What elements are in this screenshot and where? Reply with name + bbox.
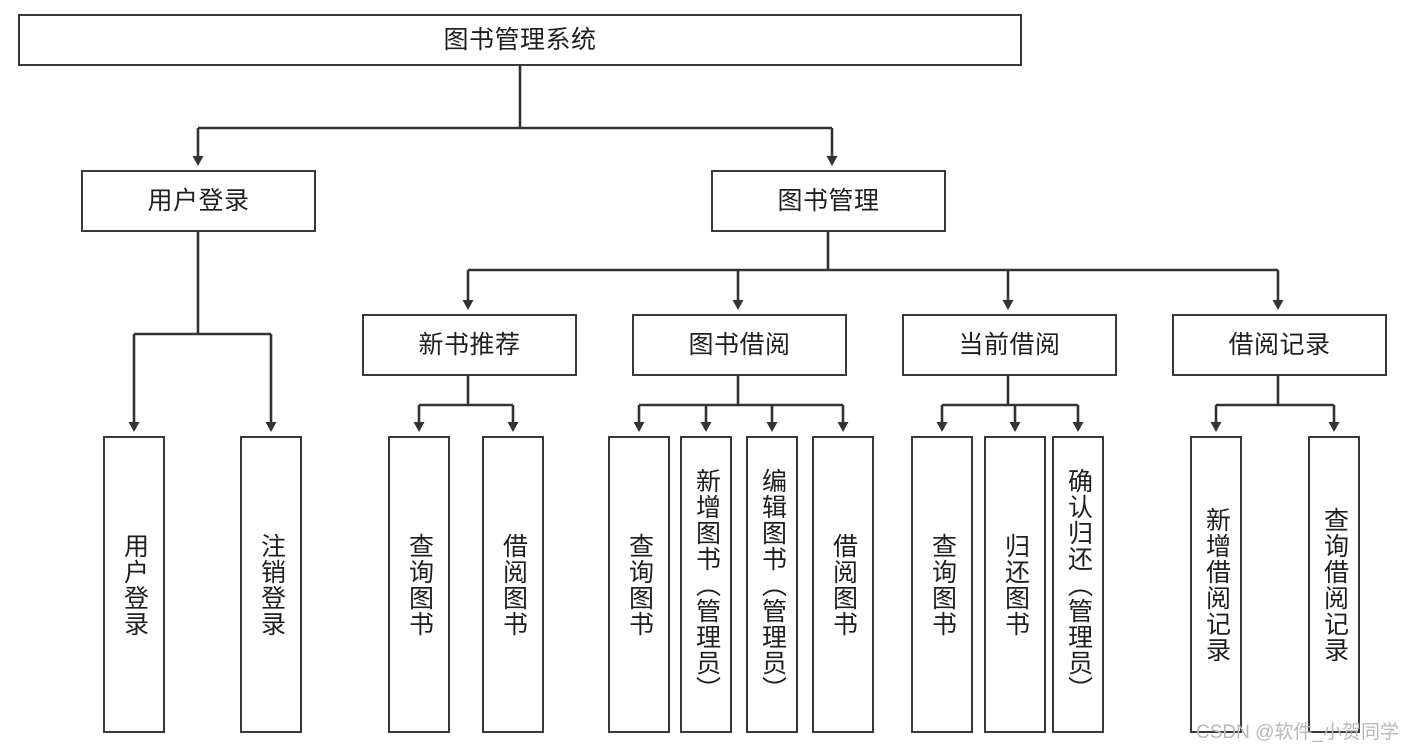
node-borrow-records[interactable]: 借阅记录 — [1172, 314, 1387, 376]
node-leaf-add-book-label: 新增图书（管理员） — [692, 467, 721, 702]
node-user-login[interactable]: 用户登录 — [81, 170, 316, 232]
node-leaf-query-book-1-label: 查询图书 — [405, 532, 434, 637]
node-leaf-query-book-3-label: 查询图书 — [928, 532, 957, 637]
node-current-borrow-label: 当前借阅 — [958, 330, 1061, 359]
node-root[interactable]: 图书管理系统 — [18, 14, 1022, 66]
node-leaf-edit-book[interactable]: 编辑图书（管理员） — [746, 436, 798, 733]
node-leaf-borrow-book-2[interactable]: 借阅图书 — [812, 436, 874, 733]
node-leaf-add-book[interactable]: 新增图书（管理员） — [680, 436, 732, 733]
node-leaf-confirm-return[interactable]: 确认归还（管理员） — [1052, 436, 1104, 733]
node-book-borrow[interactable]: 图书借阅 — [632, 314, 847, 376]
node-leaf-confirm-return-label: 确认归还（管理员） — [1064, 467, 1093, 702]
node-leaf-query-book-2-label: 查询图书 — [625, 532, 654, 637]
node-leaf-return-book[interactable]: 归还图书 — [984, 436, 1046, 733]
node-root-label: 图书管理系统 — [443, 25, 597, 54]
node-borrow-records-label: 借阅记录 — [1228, 330, 1331, 359]
node-book-borrow-label: 图书借阅 — [688, 330, 791, 359]
node-user-login-label: 用户登录 — [147, 186, 250, 215]
node-leaf-user-login[interactable]: 用户登录 — [103, 436, 165, 733]
node-leaf-logout[interactable]: 注销登录 — [240, 436, 302, 733]
node-book-management-label: 图书管理 — [777, 186, 880, 215]
node-leaf-add-record-label: 新增借阅记录 — [1202, 506, 1231, 663]
node-leaf-return-book-label: 归还图书 — [1001, 532, 1030, 637]
node-leaf-query-record-label: 查询借阅记录 — [1320, 506, 1349, 663]
node-leaf-borrow-book-1[interactable]: 借阅图书 — [482, 436, 544, 733]
node-current-borrow[interactable]: 当前借阅 — [902, 314, 1117, 376]
node-new-book-recommend-label: 新书推荐 — [418, 330, 521, 359]
node-leaf-user-login-label: 用户登录 — [120, 532, 149, 637]
node-leaf-query-book-3[interactable]: 查询图书 — [911, 436, 973, 733]
node-leaf-borrow-book-1-label: 借阅图书 — [499, 532, 528, 637]
node-book-management[interactable]: 图书管理 — [711, 170, 946, 232]
node-leaf-borrow-book-2-label: 借阅图书 — [829, 532, 858, 637]
node-leaf-query-book-2[interactable]: 查询图书 — [608, 436, 670, 733]
node-leaf-query-record[interactable]: 查询借阅记录 — [1308, 436, 1360, 733]
watermark: CSDN @软件_小贺同学 — [1196, 722, 1399, 743]
node-new-book-recommend[interactable]: 新书推荐 — [362, 314, 577, 376]
node-leaf-logout-label: 注销登录 — [257, 532, 286, 637]
node-leaf-add-record[interactable]: 新增借阅记录 — [1190, 436, 1242, 733]
node-leaf-query-book-1[interactable]: 查询图书 — [388, 436, 450, 733]
node-leaf-edit-book-label: 编辑图书（管理员） — [758, 467, 787, 702]
